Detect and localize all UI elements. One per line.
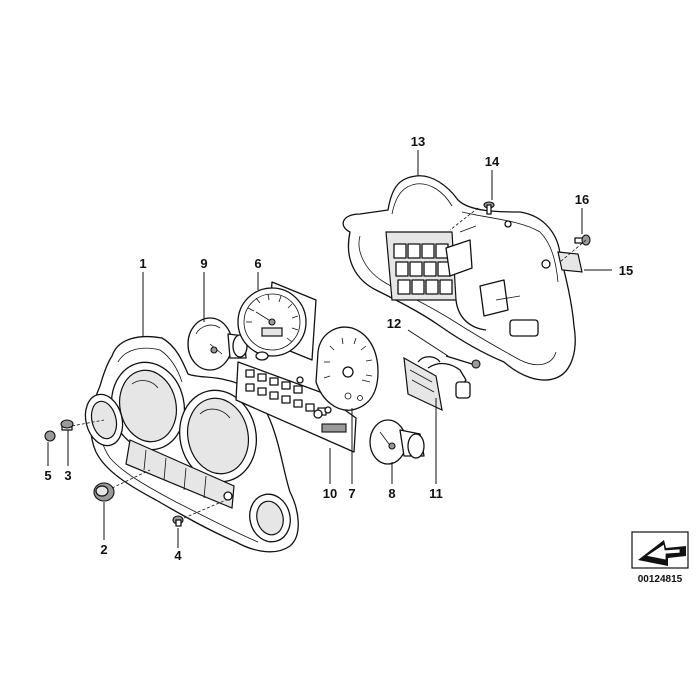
part-4-screw — [172, 515, 184, 527]
part-15-plate — [557, 251, 583, 273]
part-10-circuit-panel — [235, 361, 357, 453]
part-2-round-cap — [93, 482, 115, 502]
callout-11: 11 — [429, 486, 443, 501]
part-16-screw — [574, 234, 591, 246]
part-5-nut — [44, 430, 56, 442]
callout-6: 6 — [254, 256, 261, 271]
speedometer-ticks — [246, 293, 299, 343]
callout-4: 4 — [174, 548, 182, 563]
part-3-screw — [60, 419, 74, 431]
reference-number: 00124815 — [638, 574, 683, 585]
callout-3: 3 — [64, 468, 71, 483]
callout-1: 1 — [139, 256, 146, 271]
callout-7: 7 — [348, 486, 355, 501]
leader-lines — [47, 150, 612, 548]
callout-5: 5 — [44, 468, 51, 483]
callout-15: 15 — [619, 263, 633, 278]
part-11-electronic-module — [403, 356, 471, 412]
part-6-speedometer — [237, 281, 317, 361]
reference-stamp: 00124815 — [631, 531, 689, 585]
callout-9: 9 — [200, 256, 207, 271]
assembly-dashed-lines — [71, 207, 587, 519]
callout-14: 14 — [485, 154, 500, 169]
callout-13: 13 — [411, 134, 425, 149]
tachometer-ticks — [323, 337, 373, 379]
callout-10: 10 — [323, 486, 337, 501]
part-8-small-gauge — [369, 419, 425, 465]
part-14-screw — [483, 201, 495, 215]
part-12-screw — [445, 355, 481, 369]
callout-12: 12 — [387, 316, 401, 331]
part-7-tachometer-dial — [315, 326, 379, 411]
callout-8: 8 — [388, 486, 395, 501]
part-9-small-gauge — [187, 317, 248, 371]
callout-labels: 1 2 3 4 5 6 7 8 9 10 11 12 13 14 15 16 — [44, 134, 633, 563]
callout-16: 16 — [575, 192, 589, 207]
part-13-rear-housing — [342, 175, 576, 381]
callout-2: 2 — [100, 542, 107, 557]
part-1-front-cover — [84, 335, 299, 553]
panel-led-grid — [245, 369, 327, 416]
